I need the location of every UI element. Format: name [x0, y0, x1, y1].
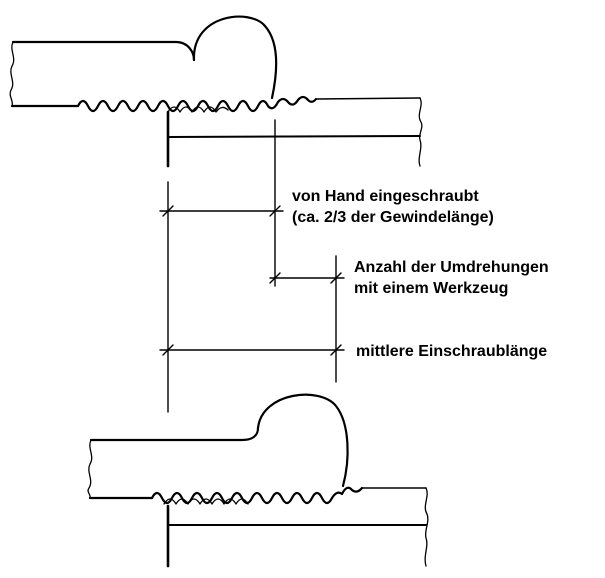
- hand-tight-tick-left: [162, 205, 174, 217]
- upper-inner-thread: [167, 106, 229, 113]
- lower-thread: [150, 486, 364, 505]
- upper-tube-top: [315, 97, 421, 100]
- wrench-tick-left: [269, 272, 281, 284]
- upper-tube-bottom: [167, 135, 421, 138]
- lower-nut-dome: [256, 393, 349, 488]
- upper-fitting: [9, 15, 423, 168]
- lower-fitting: [87, 393, 429, 568]
- lower-pipe-break-line: [87, 439, 93, 499]
- wrench-turns-label-line2: mit einem Werkzeug: [354, 280, 509, 297]
- lower-pipe-top-edge: [89, 426, 260, 442]
- hand-tight-tick-right: [269, 205, 281, 217]
- upper-pipe-top-edge: [11, 40, 196, 62]
- wrench-turns-label: Anzahl der Umdrehungen mit einem Werkzeu…: [354, 257, 549, 299]
- upper-thread: [76, 95, 318, 113]
- engagement-length-label: mittlere Einschraublänge: [356, 341, 547, 362]
- engagement-length-label-line1: mittlere Einschraublänge: [356, 343, 548, 360]
- wrench-tick-right: [330, 272, 342, 284]
- wrench-turns-label-line1: Anzahl der Umdrehungen: [354, 259, 549, 276]
- upper-tube-break-line: [418, 97, 423, 167]
- hand-tight-label: von Hand eingeschraubt (ca. 2/3 der Gewi…: [292, 186, 494, 228]
- hand-tight-label-line2: (ca. 2/3 der Gewindelänge): [292, 209, 494, 226]
- engagement-tick-left: [162, 344, 174, 356]
- lower-inner-thread: [163, 498, 249, 505]
- upper-pipe-break-line: [9, 41, 15, 107]
- hand-tight-label-line1: von Hand eingeschraubt: [292, 188, 479, 205]
- dimension-lines: [159, 119, 345, 413]
- upper-nut-dome: [192, 15, 278, 100]
- lower-tube-break-line: [424, 487, 429, 567]
- engagement-tick-right: [330, 344, 342, 356]
